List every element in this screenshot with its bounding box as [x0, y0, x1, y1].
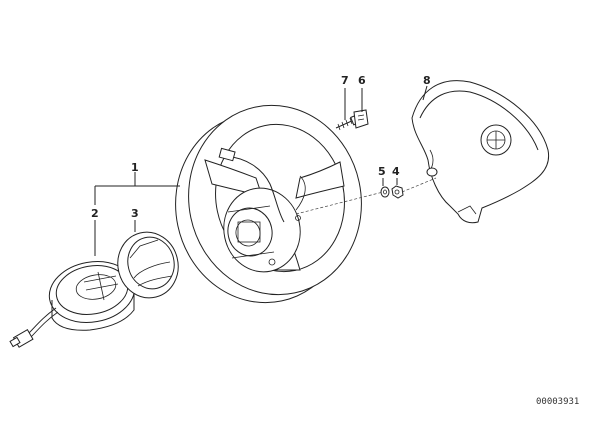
- callout-6: 6: [358, 74, 366, 87]
- callout-1: 1: [131, 161, 139, 174]
- callout-2: 2: [91, 207, 99, 220]
- document-number: 00003931: [536, 397, 579, 407]
- part-steering-wheel: [175, 104, 362, 304]
- callout-5: 5: [378, 165, 386, 178]
- part-clip: [353, 109, 369, 129]
- callout-8: 8: [423, 74, 431, 87]
- leader-lines: [94, 85, 437, 256]
- part-slip-ring: [117, 231, 179, 299]
- part-washer: [380, 186, 390, 198]
- callout-3: 3: [131, 207, 139, 220]
- part-contact-reel: [9, 261, 136, 348]
- callout-7: 7: [341, 74, 349, 87]
- callout-4: 4: [392, 165, 400, 178]
- part-airbag-module: [411, 80, 550, 224]
- part-nut: [391, 185, 404, 199]
